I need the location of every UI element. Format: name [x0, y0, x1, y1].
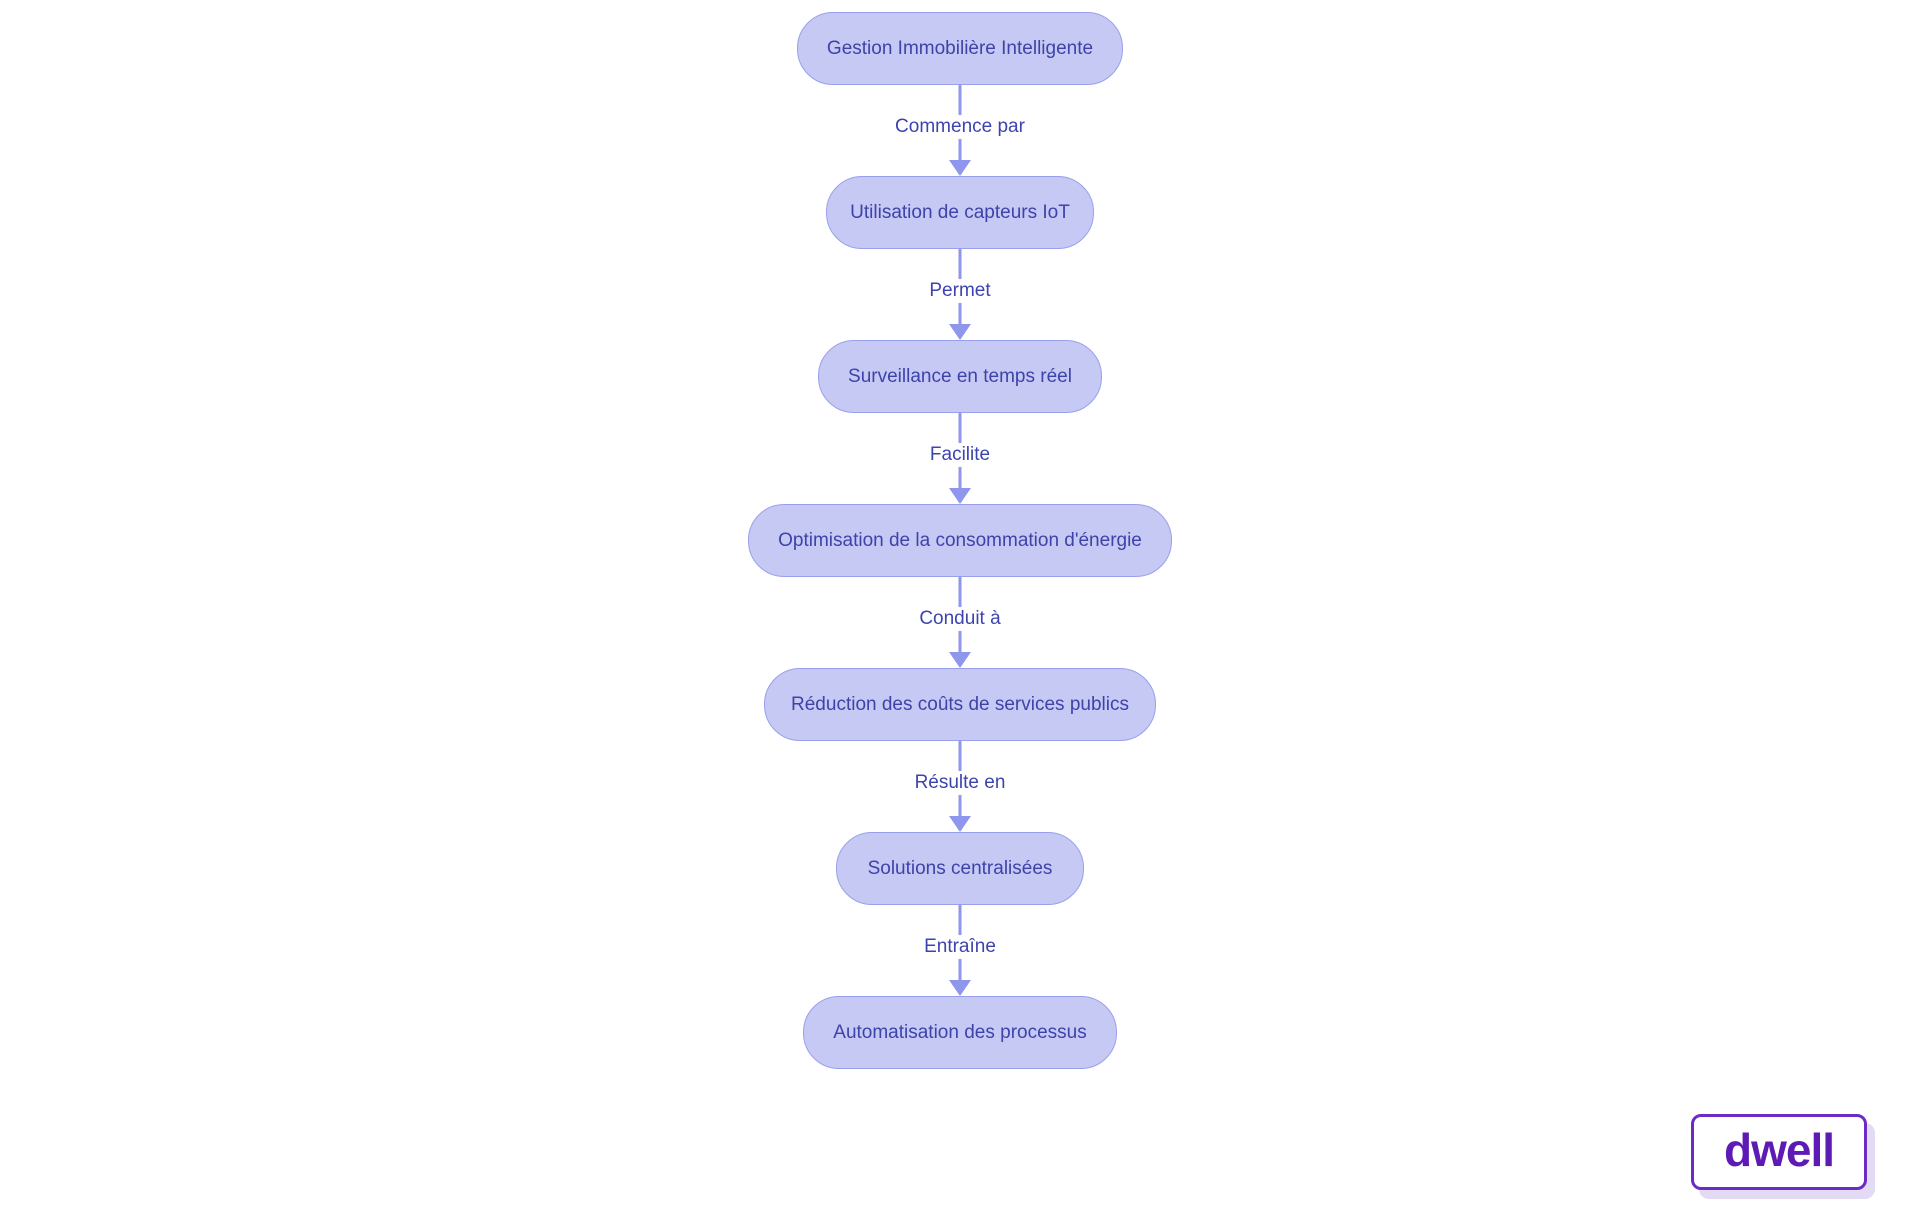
edge-label: Commence par	[888, 115, 1032, 139]
edge-permet: Permet	[750, 249, 1170, 340]
node-label: Surveillance en temps réel	[848, 365, 1072, 387]
edge-resulte-en: Résulte en	[750, 741, 1170, 832]
arrowhead-icon	[949, 980, 971, 996]
arrowhead-icon	[949, 160, 971, 176]
node-label: Solutions centralisées	[867, 857, 1053, 879]
edge-commence-par: Commence par	[750, 85, 1170, 176]
edge-label: Facilite	[922, 443, 998, 467]
edge-entraine: Entraîne	[750, 905, 1170, 996]
node-solutions-centralisees: Solutions centralisées	[836, 832, 1084, 905]
node-automatisation-des-processus: Automatisation des processus	[803, 996, 1117, 1069]
node-label: Utilisation de capteurs IoT	[850, 201, 1070, 223]
dwell-logo-text: dwell	[1723, 1124, 1835, 1176]
node-label: Optimisation de la consommation d'énergi…	[778, 529, 1142, 551]
node-utilisation-de-capteurs-iot: Utilisation de capteurs IoT	[826, 176, 1094, 249]
edge-facilite: Facilite	[750, 413, 1170, 504]
edge-conduit-a: Conduit à	[750, 577, 1170, 668]
edge-label: Résulte en	[907, 771, 1013, 795]
edge-label: Conduit à	[912, 607, 1008, 631]
edge-label: Permet	[922, 279, 998, 303]
arrowhead-icon	[949, 652, 971, 668]
edge-label: Entraîne	[917, 935, 1003, 959]
arrowhead-icon	[949, 488, 971, 504]
dwell-logo: dwell	[1691, 1114, 1867, 1190]
node-label: Réduction des coûts de services publics	[791, 693, 1129, 715]
node-gestion-immobiliere-intelligente: Gestion Immobilière Intelligente	[797, 12, 1123, 85]
node-optimisation-consommation-energie: Optimisation de la consommation d'énergi…	[748, 504, 1172, 577]
node-surveillance-en-temps-reel: Surveillance en temps réel	[818, 340, 1102, 413]
arrowhead-icon	[949, 816, 971, 832]
node-label: Gestion Immobilière Intelligente	[826, 37, 1094, 59]
node-reduction-couts-services-publics: Réduction des coûts de services publics	[764, 668, 1156, 741]
node-label: Automatisation des processus	[833, 1021, 1087, 1043]
flowchart: Gestion Immobilière Intelligente Commenc…	[0, 12, 1920, 1069]
arrowhead-icon	[949, 324, 971, 340]
